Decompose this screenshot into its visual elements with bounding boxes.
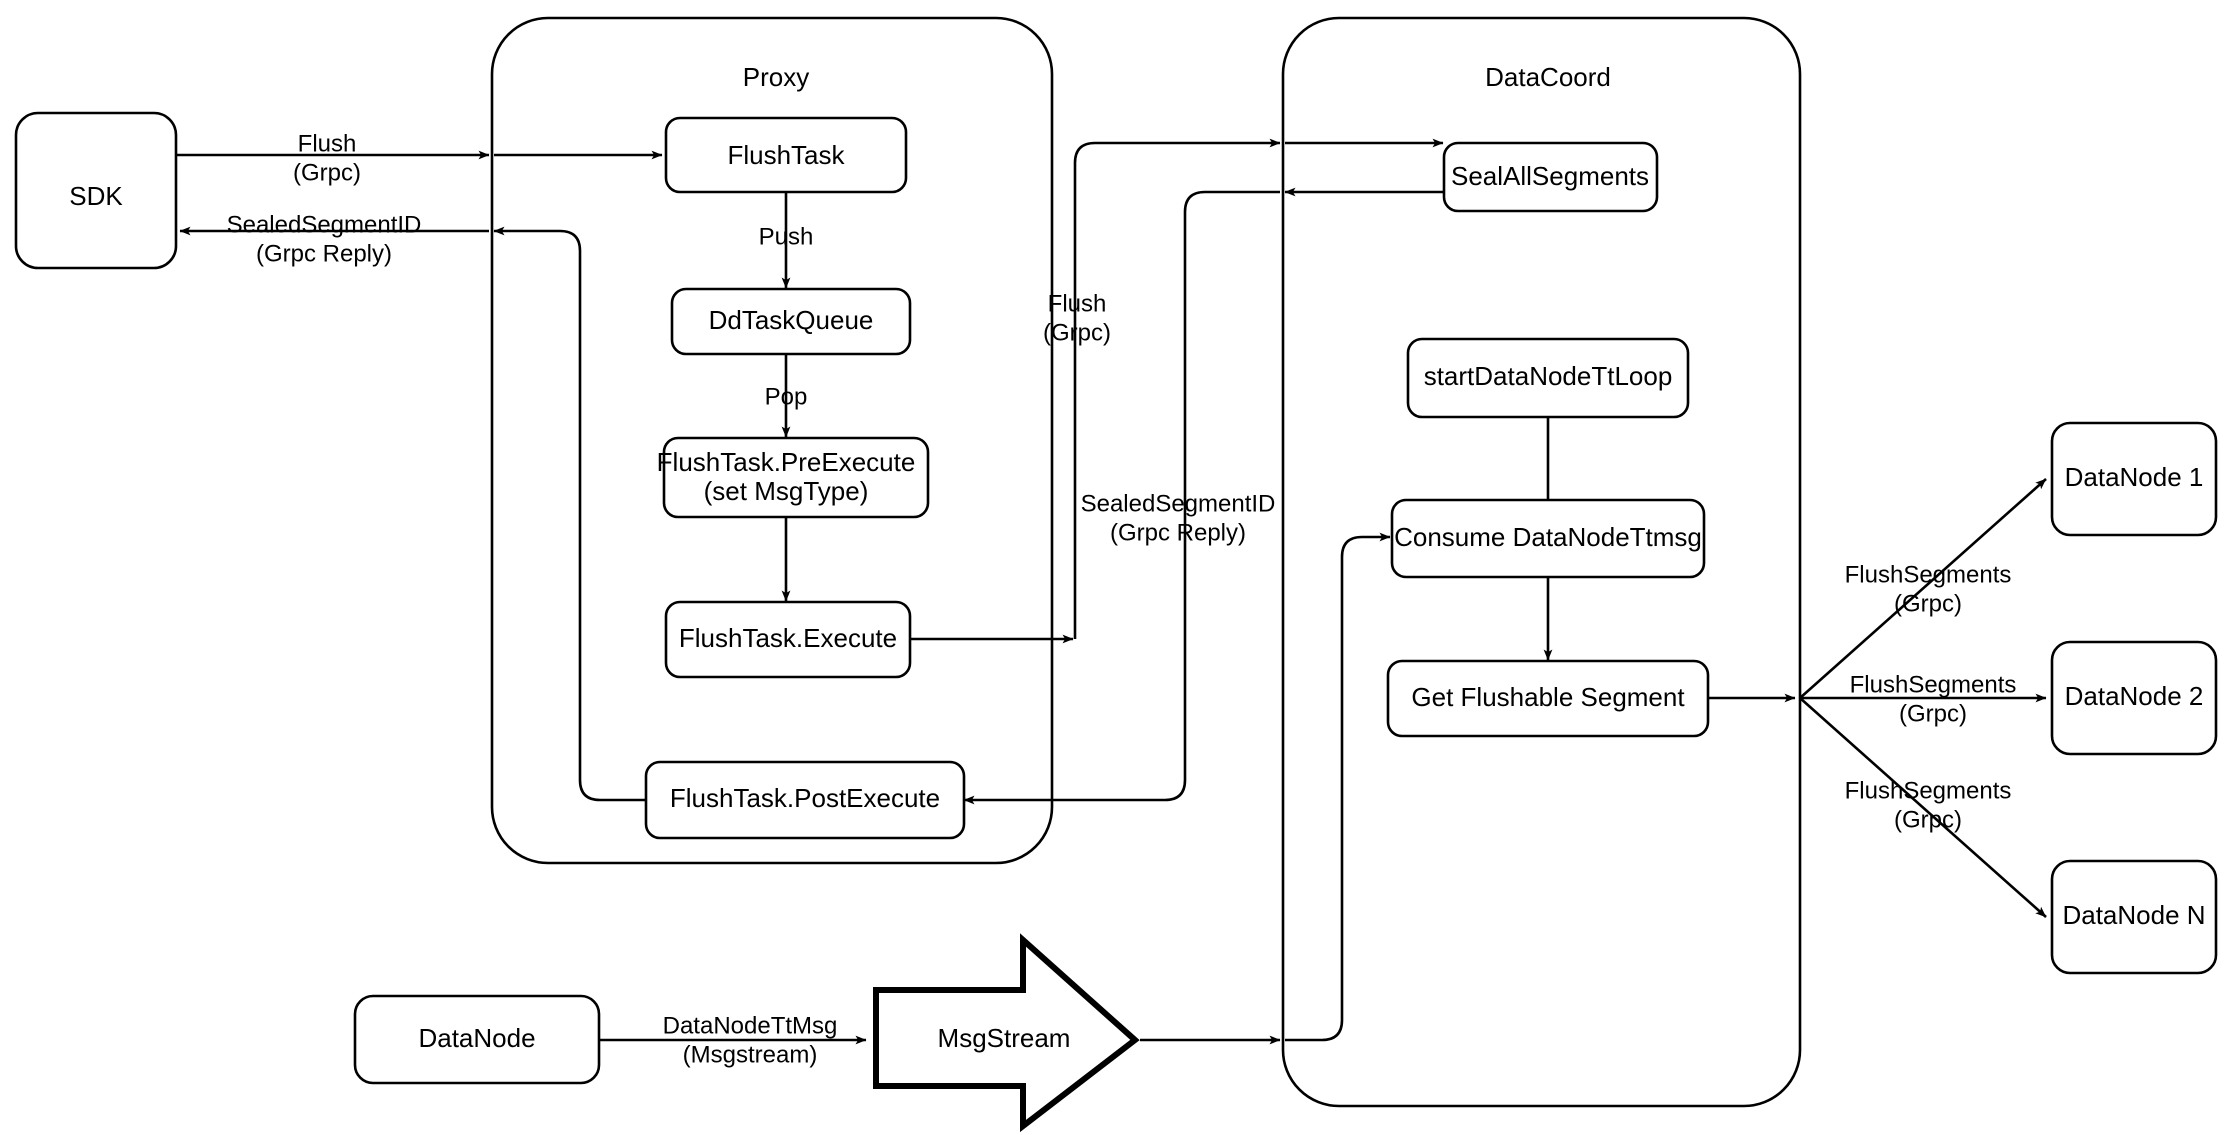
edge-label-proxy-reply-2: (Grpc Reply) [1110,519,1246,546]
node-datanode-bottom[interactable] [353,994,601,1085]
edge-reply-trunk-to-postexecute [963,190,1280,805]
edge-flush-trunk-to-datacoord [1073,138,1281,639]
edge-label-sdk-reply-1: SealedSegmentID [227,211,422,238]
edge-label-sdk-reply-2: (Grpc Reply) [256,240,392,267]
edge-fanout-to-datanode1 [1799,478,2047,699]
group-proxy-label: Proxy [743,62,809,92]
node-datanode-1-label: DataNode 1 [2065,462,2204,492]
node-dd-task-queue-label: DdTaskQueue [709,305,874,335]
node-start-datanode-tt-loop-label: startDataNodeTtLoop [1424,361,1673,391]
group-datacoord [1281,16,1802,1108]
edge-label-proxy-flush-1: Flush [1048,290,1107,317]
edge-label-proxy-flush-2: (Grpc) [1043,319,1111,346]
edge-postexecute-to-proxy-border [493,226,646,802]
edge-label-flush-segments-2-a: FlushSegments [1850,671,2017,698]
node-flush-task[interactable] [664,116,908,194]
node-start-datanode-tt-loop[interactable] [1406,337,1690,419]
node-consume-datanode-ttmsg-label: Consume DataNodeTtmsg [1394,522,1702,552]
node-datanode-bottom-label: DataNode [418,1023,535,1053]
node-datanode-n[interactable] [2050,859,2218,975]
node-flushtask-postexecute[interactable] [644,760,966,840]
node-flushtask-postexecute-label: FlushTask.PostExecute [670,783,940,813]
node-msgstream[interactable] [873,933,1140,1133]
group-datacoord-label: DataCoord [1485,62,1611,92]
edge-label-pop: Pop [765,383,808,410]
node-msgstream-label: MsgStream [938,1023,1071,1053]
edge-label-flush-segments-n-b: (Grpc) [1894,806,1962,833]
node-consume-datanode-ttmsg[interactable] [1390,498,1706,579]
node-sdk[interactable] [14,111,178,270]
node-flushtask-execute[interactable] [664,600,912,679]
group-proxy [490,16,1054,865]
edge-label-sdk-flush-2: (Grpc) [293,159,361,186]
node-datanode-2[interactable] [2050,640,2218,756]
edge-label-sdk-flush-1: Flush [298,130,357,157]
edge-label-proxy-reply-1: SealedSegmentID [1081,490,1276,517]
node-flush-task-label: FlushTask [727,140,845,170]
edge-label-flush-segments-2-b: (Grpc) [1899,700,1967,727]
node-get-flushable-segment[interactable] [1386,659,1710,738]
edge-label-push: Push [759,223,814,250]
node-dd-task-queue[interactable] [670,287,912,356]
node-datanode-n-label: DataNode N [2062,900,2205,930]
node-datanode-2-label: DataNode 2 [2065,681,2204,711]
node-datanode-1[interactable] [2050,421,2218,537]
edge-fanout-to-datanoden [1799,697,2047,918]
node-flushtask-preexecute-label-2: (set MsgType) [704,476,869,506]
edge-label-flush-segments-1-a: FlushSegments [1845,561,2012,588]
edge-label-datanode-tt-2: (Msgstream) [683,1041,818,1068]
node-get-flushable-segment-label: Get Flushable Segment [1411,682,1685,712]
edge-label-datanode-tt-1: DataNodeTtMsg [663,1012,838,1039]
node-seal-all-segments[interactable] [1442,141,1659,213]
node-seal-all-segments-label: SealAllSegments [1451,161,1649,191]
edge-label-flush-segments-n-a: FlushSegments [1845,777,2012,804]
node-flushtask-execute-label: FlushTask.Execute [679,623,897,653]
edge-datacoord-border-to-consume [1285,532,1391,1042]
node-flushtask-preexecute[interactable] [662,436,930,519]
node-flushtask-preexecute-label-1: FlushTask.PreExecute [657,447,916,477]
edge-label-flush-segments-1-b: (Grpc) [1894,590,1962,617]
node-sdk-label: SDK [69,181,123,211]
